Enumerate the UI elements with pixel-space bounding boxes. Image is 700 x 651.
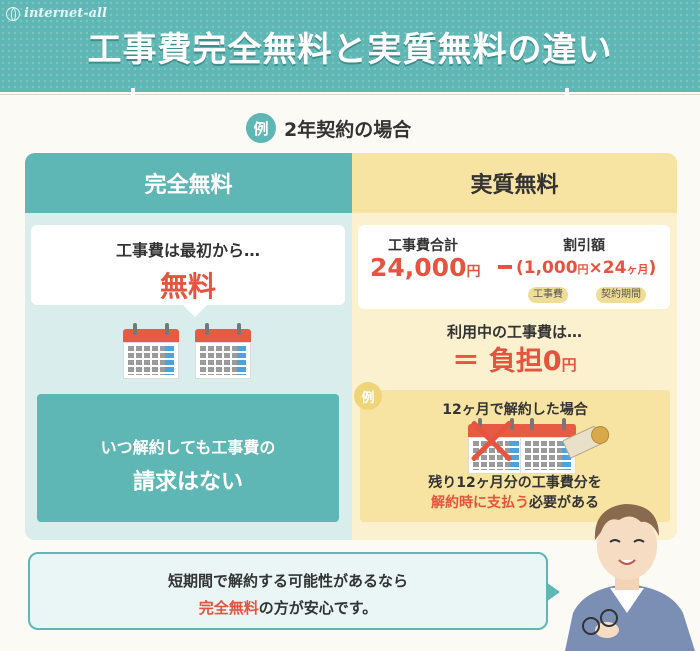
example-badge: 例 bbox=[246, 113, 276, 143]
logo-text: internet-all bbox=[24, 6, 107, 21]
advisor-illustration bbox=[565, 504, 695, 651]
label-total: 工事費合計 bbox=[388, 238, 458, 254]
advice-line1: 短期間で解約する可能性があるなら bbox=[167, 572, 408, 590]
tag-construction: 工事費 bbox=[528, 287, 568, 303]
header-divider bbox=[0, 94, 700, 95]
bubble-line2: 無料 bbox=[159, 270, 216, 303]
advice-speech-bubble: 短期間で解約する可能性があるなら 完全無料の方が安心です。 bbox=[28, 552, 560, 630]
example-heading: 例 2年契約の場合 bbox=[246, 113, 411, 143]
cancel-example-title: 12ヶ月で解約した場合 bbox=[442, 402, 588, 418]
advice-line2: 完全無料の方が安心です。 bbox=[30, 597, 546, 618]
example-badge-small: 例 bbox=[354, 382, 382, 410]
no-charge-box: いつ解約しても工事費の 請求はない bbox=[37, 394, 339, 522]
globe-icon bbox=[6, 6, 20, 21]
calendar-icon bbox=[195, 321, 251, 379]
calculation-box: 工事費合計 割引額 24,000円 (1,000円×24ヶ月) 工事費 契約期間 bbox=[358, 225, 670, 309]
effectively-free-panel: 実質無料 工事費合計 割引額 24,000円 (1,000円×24ヶ月) 工事費… bbox=[352, 153, 677, 540]
no-charge-line1: いつ解約しても工事費の bbox=[100, 438, 276, 457]
formula-unit: 円 bbox=[577, 263, 589, 276]
calendar-icon bbox=[123, 321, 179, 379]
total-unit: 円 bbox=[466, 264, 481, 280]
full-free-heading: 完全無料 bbox=[25, 153, 352, 213]
no-charge-line2: 請求はない bbox=[132, 470, 243, 495]
calendar-icon bbox=[520, 416, 576, 474]
formula-amount: (1,000 bbox=[516, 258, 578, 278]
burden-unit: 円 bbox=[561, 356, 577, 374]
effectively-free-heading: 実質無料 bbox=[352, 153, 677, 213]
cross-mark-icon bbox=[468, 418, 514, 464]
full-free-highlight: 完全無料 bbox=[198, 599, 259, 617]
discount-formula: (1,000円×24ヶ月) bbox=[516, 258, 656, 278]
cancel-example-line2: 解約時に支払う必要がある bbox=[360, 492, 670, 512]
minus-icon bbox=[498, 265, 512, 269]
tag-contract-period: 契約期間 bbox=[596, 287, 646, 303]
full-free-bubble: 工事費は最初から… 無料 bbox=[31, 225, 345, 317]
formula-month: ヶ月 bbox=[626, 263, 649, 276]
burden-value: ＝ 負担0 bbox=[452, 346, 562, 377]
cancel-example-box: 例 12ヶ月で解約した場合 残り12ヶ月分の工事費分を 解約時に支払う必要がある bbox=[354, 382, 670, 522]
usage-line: 利用中の工事費は… bbox=[446, 323, 582, 341]
label-discount: 割引額 bbox=[563, 238, 605, 254]
formula-close: ) bbox=[648, 258, 657, 278]
full-free-panel: 完全無料 工事費は最初から… 無料 いつ解約しても工事費の 請求はない bbox=[25, 153, 352, 540]
divider-tick bbox=[131, 88, 135, 96]
pay-at-cancel: 解約時に支払う bbox=[431, 495, 529, 511]
advice-rest: の方が安心です。 bbox=[258, 599, 378, 617]
page-title: 工事費完全無料と実質無料の違い bbox=[87, 30, 613, 70]
header-banner: internet-all 工事費完全無料と実質無料の違い bbox=[0, 0, 700, 92]
cancel-example-line1: 残り12ヶ月分の工事費分を bbox=[428, 475, 602, 491]
formula-times: ×24 bbox=[588, 258, 627, 278]
site-logo: internet-all bbox=[6, 6, 107, 21]
bubble-line1: 工事費は最初から… bbox=[115, 241, 260, 260]
example-text: 2年契約の場合 bbox=[284, 118, 412, 141]
burden-line: ＝ 負担0円 bbox=[352, 339, 677, 378]
divider-tick bbox=[565, 88, 569, 96]
necessary-text: 必要がある bbox=[529, 495, 599, 511]
total-value: 24,000円 bbox=[370, 253, 480, 282]
total-number: 24,000 bbox=[370, 253, 467, 282]
